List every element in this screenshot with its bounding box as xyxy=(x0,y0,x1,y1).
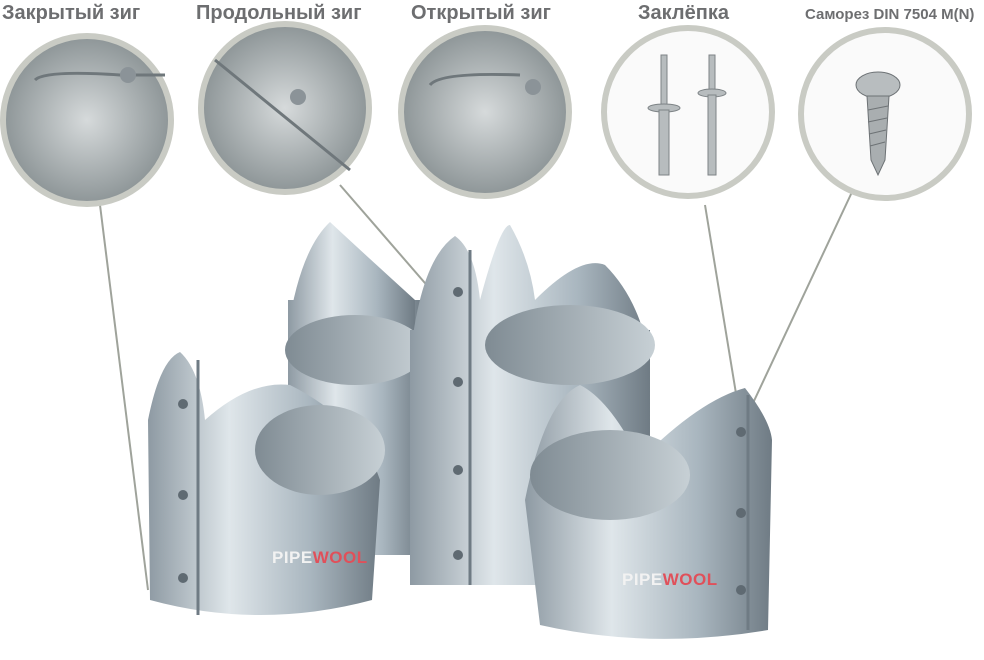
detail-closed-seam xyxy=(0,33,174,207)
brand-logo-left: PIPEWOOL xyxy=(272,548,368,567)
detail-open-seam xyxy=(398,25,572,199)
label-rivet: Заклёпка xyxy=(638,2,729,24)
line-screw xyxy=(745,191,853,419)
brand-logo-right: PIPEWOOL xyxy=(622,570,718,589)
detail-rivet xyxy=(601,25,775,199)
pipe-front-right xyxy=(525,385,772,639)
label-longitudinal-seam: Продольный зиг xyxy=(196,2,362,24)
screw-icon xyxy=(855,71,901,177)
pipe-front-left xyxy=(148,352,385,615)
rivet-icon xyxy=(647,54,727,176)
label-closed-seam: Закрытый зиг xyxy=(2,2,141,24)
label-screw: Саморез DIN 7504 M(N) xyxy=(805,6,975,23)
label-open-seam: Открытый зиг xyxy=(411,2,551,24)
line-closed-seam xyxy=(99,204,149,591)
